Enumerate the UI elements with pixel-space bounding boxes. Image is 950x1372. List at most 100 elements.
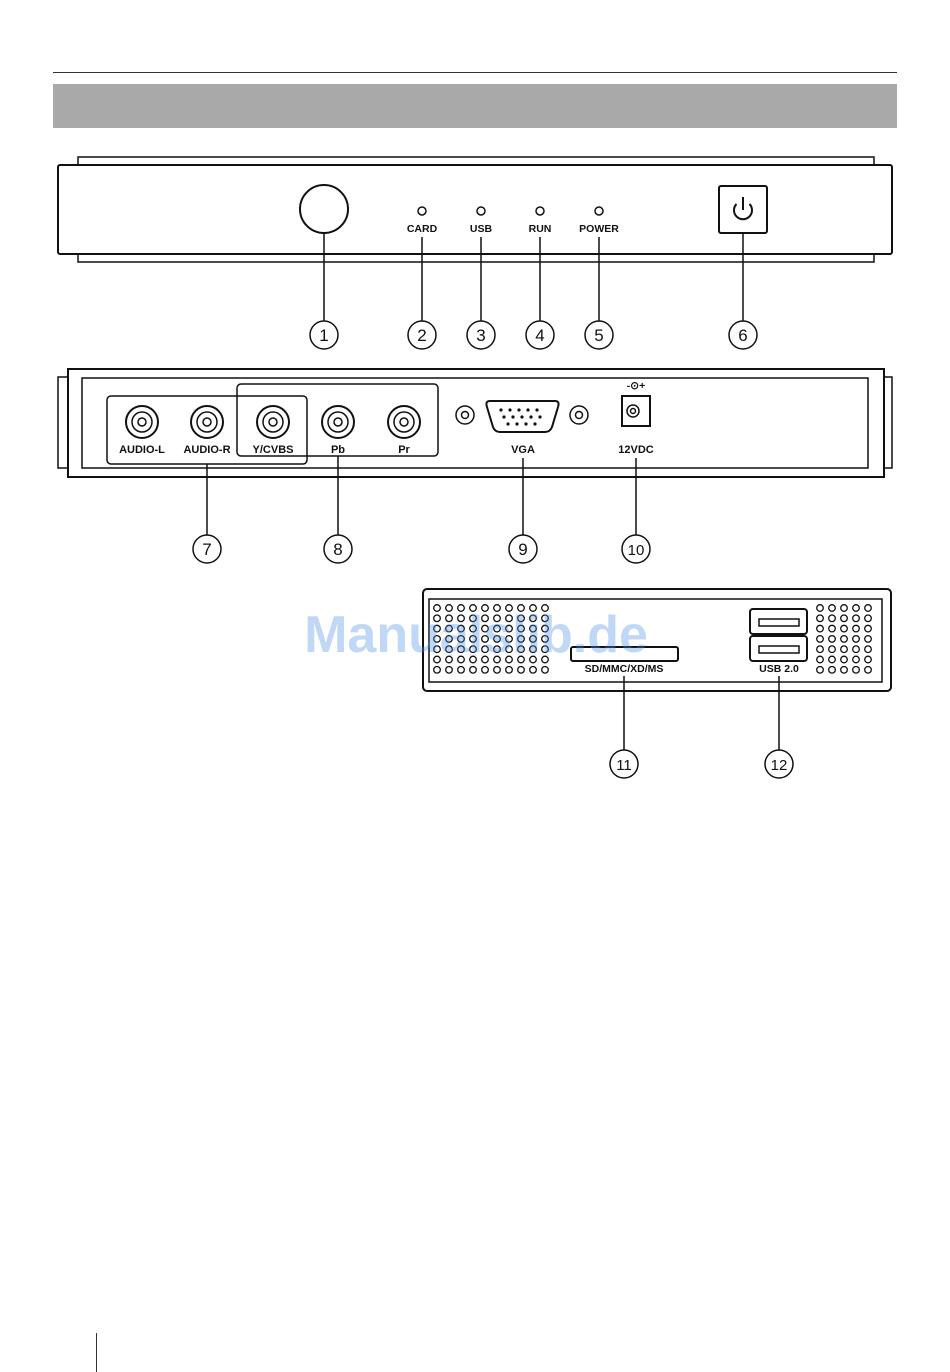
usb-label: USB 2.0 [759, 663, 799, 675]
rca-jack-pb [322, 406, 354, 438]
grille-hole [829, 656, 836, 663]
grille-hole [853, 625, 860, 632]
callout-9: 9 [509, 535, 537, 563]
grille-hole [817, 656, 824, 663]
grille-hole [841, 625, 848, 632]
polarity-symbol: -⊙+ [627, 380, 645, 392]
grille-hole [829, 636, 836, 643]
grille-hole [829, 625, 836, 632]
grille-hole [518, 667, 525, 674]
grille-hole [865, 667, 872, 674]
vga-label: VGA [511, 444, 535, 456]
grille-hole [446, 667, 453, 674]
svg-text:8: 8 [333, 540, 342, 559]
svg-text:4: 4 [535, 326, 544, 345]
grille-hole [853, 667, 860, 674]
led-label-run: RUN [529, 223, 552, 235]
grille-hole [817, 625, 824, 632]
grille-hole [458, 667, 465, 674]
rca-jack-audio-l [126, 406, 158, 438]
svg-text:7: 7 [202, 540, 211, 559]
grille-hole [482, 667, 489, 674]
grille-hole [535, 408, 538, 411]
watermark: Manualslib.de [304, 606, 648, 664]
grille-hole [829, 615, 836, 622]
power-icon [734, 197, 752, 219]
ir-receiver [300, 185, 348, 233]
grille-hole [470, 667, 477, 674]
grille-hole [865, 615, 872, 622]
grille-hole [499, 408, 502, 411]
grille-hole [841, 615, 848, 622]
grille-hole [526, 408, 529, 411]
callout-12: 12 [765, 750, 793, 778]
grille-hole [506, 422, 509, 425]
grille-hole [542, 667, 549, 674]
grille-hole [841, 656, 848, 663]
led-power [595, 207, 603, 215]
grille-hole [865, 605, 872, 612]
grille-hole [530, 667, 537, 674]
jack-label-audio-r: AUDIO-R [183, 444, 230, 456]
front-callout-lines [324, 233, 743, 321]
callout-1: 1 [310, 321, 338, 349]
grille-hole [817, 667, 824, 674]
callout-4: 4 [526, 321, 554, 349]
led-usb [477, 207, 485, 215]
grille-hole [434, 667, 441, 674]
grille-hole [853, 615, 860, 622]
grille-hole [865, 646, 872, 653]
rca-jack-y-cvbs [257, 406, 289, 438]
grille-hole [506, 667, 513, 674]
callout-3: 3 [467, 321, 495, 349]
grille-hole [865, 656, 872, 663]
callout-5: 5 [585, 321, 613, 349]
svg-text:3: 3 [476, 326, 485, 345]
dc-power-jack [622, 396, 650, 426]
led-label-power: POWER [579, 223, 619, 235]
side-callout-lines [624, 676, 779, 750]
grille-hole [502, 415, 505, 418]
grille-hole [841, 646, 848, 653]
grille-hole [817, 605, 824, 612]
grille-hole [829, 646, 836, 653]
jack-label-audio-l: AUDIO-L [119, 444, 165, 456]
grille-hole [511, 415, 514, 418]
svg-text:5: 5 [594, 326, 603, 345]
card-slot-label: SD/MMC/XD/MS [585, 663, 664, 675]
callout-8: 8 [324, 535, 352, 563]
front-panel: CARD USB RUN POWER [58, 157, 892, 262]
led-label-card: CARD [407, 223, 438, 235]
grille-hole [538, 415, 541, 418]
led-run [536, 207, 544, 215]
grille-hole [853, 636, 860, 643]
grille-hole [829, 605, 836, 612]
grille-hole [853, 656, 860, 663]
svg-text:12: 12 [771, 757, 788, 774]
svg-text:1: 1 [319, 326, 328, 345]
grille-hole [865, 625, 872, 632]
svg-text:9: 9 [518, 540, 527, 559]
led-card [418, 207, 426, 215]
grille-hole [865, 636, 872, 643]
grille-hole [817, 636, 824, 643]
grille-hole [817, 615, 824, 622]
power-input-label: 12VDC [618, 444, 654, 456]
grille-hole [853, 605, 860, 612]
rca-jack-pr [388, 406, 420, 438]
svg-text:11: 11 [616, 757, 632, 774]
grille-hole [829, 667, 836, 674]
grille-hole [529, 415, 532, 418]
grille-hole [841, 667, 848, 674]
led-label-usb: USB [470, 223, 493, 235]
vga-port [456, 401, 588, 432]
grille-hole [515, 422, 518, 425]
grille-hole [533, 422, 536, 425]
grille-hole [841, 636, 848, 643]
grille-hole [841, 605, 848, 612]
grille-hole [494, 667, 501, 674]
grille-hole [817, 646, 824, 653]
jack-label-pb: Pb [331, 444, 345, 456]
callout-2: 2 [408, 321, 436, 349]
